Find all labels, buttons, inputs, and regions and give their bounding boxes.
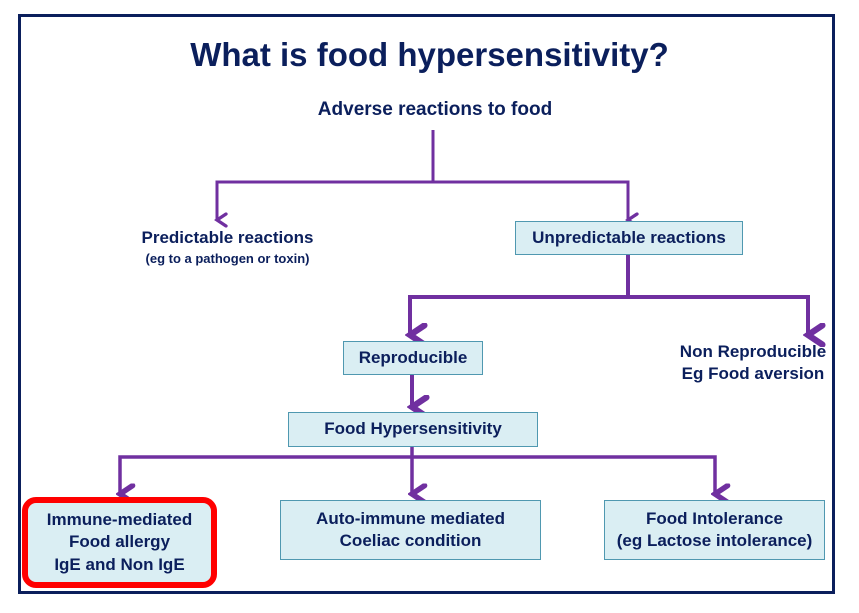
node-immune-mediated: Immune-mediated Food allergy IgE and Non… — [22, 497, 217, 588]
edge-root-predictable — [217, 180, 433, 220]
node-adverse-reactions-label: Adverse reactions to food — [317, 98, 553, 120]
slide-title: What is food hypersensitivity? — [190, 36, 669, 73]
node-auto-immune: Auto-immune mediated Coeliac condition — [280, 500, 541, 560]
node-reproducible-label: Reproducible — [358, 347, 468, 367]
slide-frame — [18, 14, 835, 594]
edge-unpredictable-reproducible — [410, 295, 628, 335]
edge-unpredictable-nonreproducible — [628, 295, 808, 335]
node-auto-immune-line2: Coeliac condition — [339, 531, 482, 550]
node-food-intolerance: Food Intolerance (eg Lactose intolerance… — [604, 500, 825, 560]
edge-hypersensitivity-immune — [120, 455, 412, 494]
edge-hypersensitivity-intolerance — [412, 455, 715, 494]
node-unpredictable-label: Unpredictable reactions — [532, 227, 726, 247]
node-immune-mediated-line3: IgE and Non IgE — [54, 554, 185, 574]
node-immune-mediated-line1: Immune-mediated — [46, 510, 193, 530]
node-food-hypersensitivity: Food Hypersensitivity — [288, 412, 538, 447]
node-adverse-reactions: Adverse reactions to food — [290, 96, 580, 124]
node-auto-immune-line1: Auto-immune mediated — [316, 508, 505, 528]
node-non-reproducible-line1: Non Reproducible — [679, 341, 827, 361]
edge-root-unpredictable — [433, 180, 628, 220]
node-predictable-sub: (eg to a pathogen or toxin) — [145, 250, 310, 266]
node-non-reproducible-line2: Eg Food aversion — [681, 364, 825, 383]
node-food-intolerance-line1: Food Intolerance — [646, 508, 783, 528]
node-immune-mediated-line2: Food allergy — [68, 532, 171, 552]
node-non-reproducible: Non Reproducible Eg Food aversion — [668, 338, 838, 388]
node-unpredictable-reactions: Unpredictable reactions — [515, 221, 743, 255]
node-food-hypersensitivity-label: Food Hypersensitivity — [324, 419, 502, 439]
node-predictable-label: Predictable reactions — [141, 227, 314, 247]
node-predictable-reactions: Predictable reactions (eg to a pathogen … — [110, 224, 345, 270]
node-food-intolerance-line2: (eg Lactose intolerance) — [616, 531, 813, 550]
node-reproducible: Reproducible — [343, 341, 483, 375]
